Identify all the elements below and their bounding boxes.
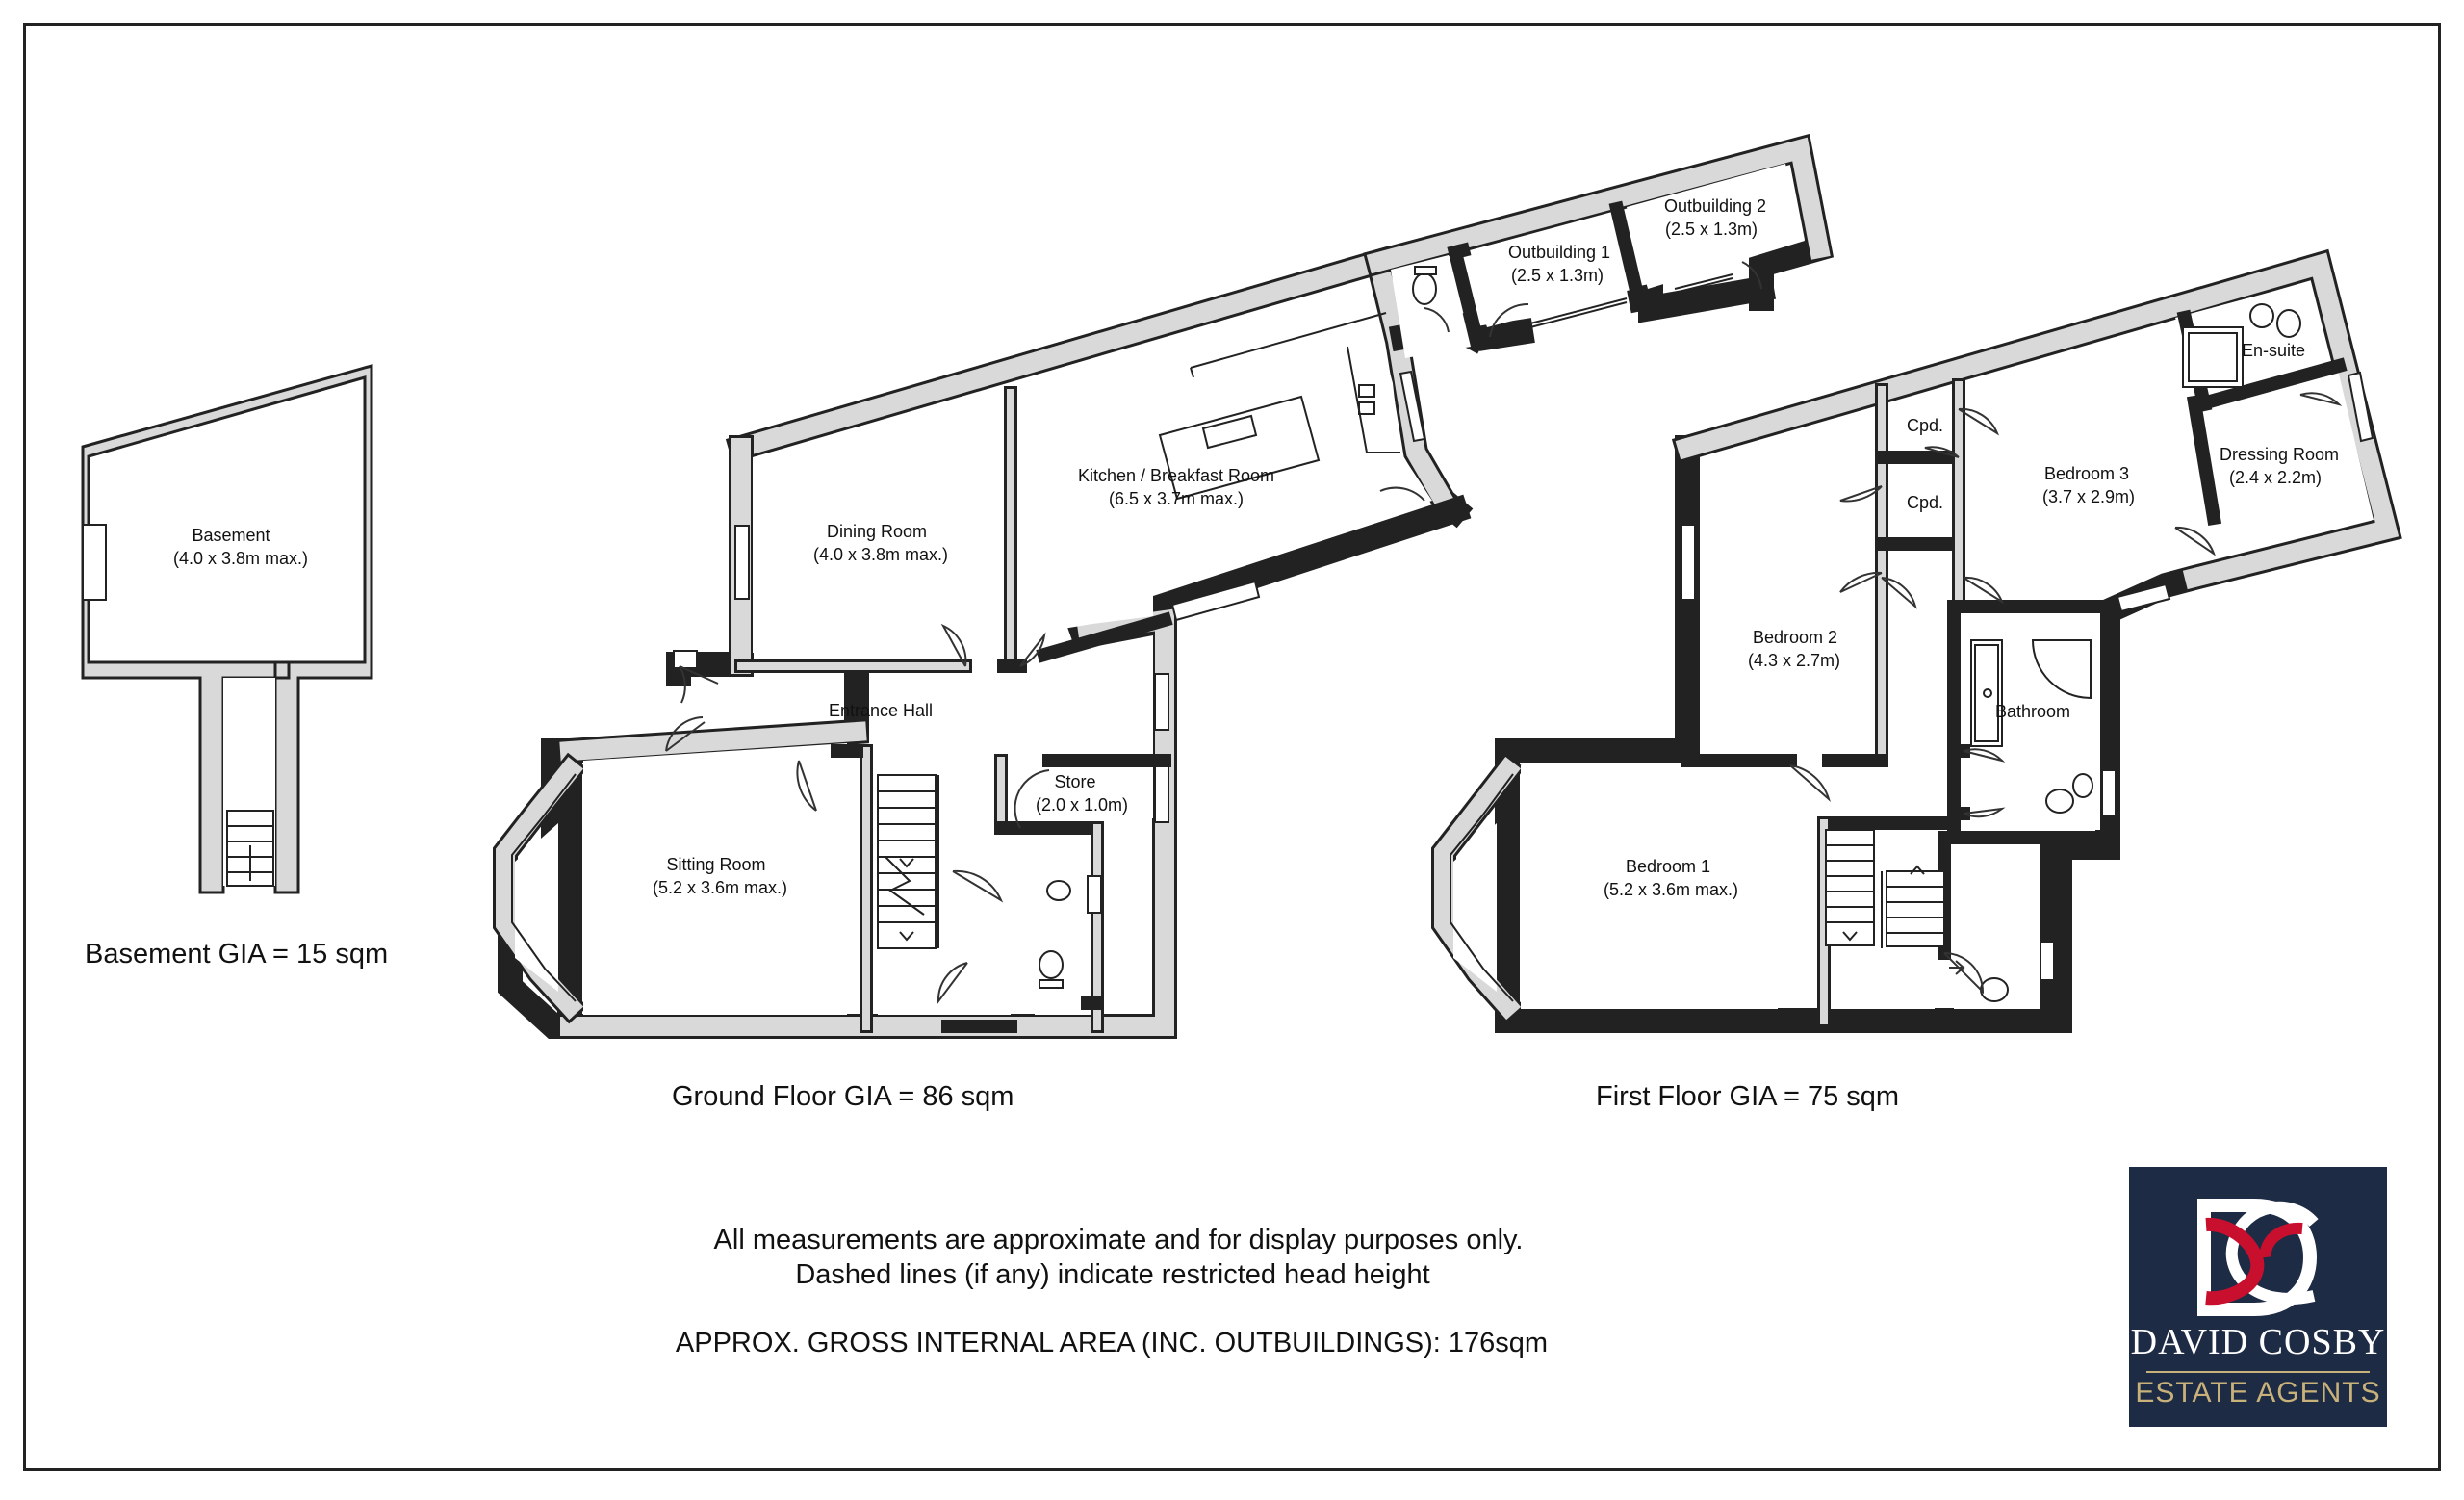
landing-window — [2040, 941, 2055, 981]
kitchen-fittings — [1158, 312, 1400, 501]
bedroom2-size: (4.3 x 2.7m) — [1748, 651, 1840, 670]
landing-basin-icon — [1980, 977, 2009, 1002]
ground-floor-plan: Outbuilding 1 (2.5 x 1.3m) Outbuilding 2… — [493, 133, 1835, 1039]
total-area: APPROX. GROSS INTERNAL AREA (INC. OUTBUI… — [676, 1328, 1548, 1358]
logo-company-name: DAVID COSBY — [2130, 1322, 2386, 1362]
ground-doors — [665, 486, 1425, 1004]
cpd1-name: Cpd. — [1907, 416, 1943, 435]
disclaimer-line-1: All measurements are approximate and for… — [714, 1225, 1524, 1255]
basement-plan: Basement (4.0 x 3.8m max.) — [81, 364, 373, 894]
kitchen-window — [1170, 580, 1261, 622]
bedroom3-window — [2116, 582, 2171, 613]
bedroom3-name: Bedroom 3 — [2044, 464, 2129, 483]
store-window — [1154, 765, 1169, 823]
ensuite-name: En-suite — [2242, 341, 2305, 360]
ground-wc-icon — [1039, 950, 1064, 979]
store-name: Store — [1054, 772, 1095, 791]
bedroom3-size: (3.7 x 2.9m) — [2042, 487, 2135, 506]
first-floor-plan: Cpd. Cpd. En-suite Bedroom 3 (3.7 x 2.9m… — [1431, 248, 2402, 1033]
dressing-window — [2347, 371, 2374, 443]
bathroom-window — [2101, 769, 2117, 817]
basement-name: Basement — [192, 526, 270, 545]
outbuilding-wc-icon — [1412, 272, 1437, 305]
bedroom2-window — [1681, 524, 1696, 601]
ground-basin-icon — [1046, 880, 1071, 901]
ground-stairs — [877, 774, 939, 949]
first-stairs — [1825, 829, 1945, 948]
first-doors — [1789, 392, 2343, 995]
wc-window — [1087, 875, 1102, 914]
company-logo: DAVID COSBY ESTATE AGENTS — [2129, 1167, 2387, 1427]
dining-window — [734, 525, 750, 600]
outbuilding2-size: (2.5 x 1.3m) — [1665, 220, 1758, 239]
outbuilding1-name: Outbuilding 1 — [1508, 243, 1610, 262]
basement-window — [82, 524, 107, 601]
sitting-size: (5.2 x 3.6m max.) — [653, 878, 787, 897]
first-interior-walls — [1681, 309, 2348, 1027]
kitchen-name: Kitchen / Breakfast Room — [1078, 466, 1274, 485]
first-floor-gia: First Floor GIA = 75 sqm — [1596, 1081, 1899, 1112]
cpd2-name: Cpd. — [1907, 493, 1943, 512]
entrance-hall-name: Entrance Hall — [829, 701, 933, 720]
outbuilding2-name: Outbuilding 2 — [1664, 196, 1766, 216]
bathroom-fixtures — [1970, 303, 2301, 1002]
bedroom1-size: (5.2 x 3.6m max.) — [1604, 880, 1738, 899]
kitchen-side-window — [1399, 370, 1426, 443]
ground-floor-gia: Ground Floor GIA = 86 sqm — [672, 1081, 1014, 1112]
kitchen-size: (6.5 x 3.7m max.) — [1109, 489, 1244, 508]
dressing-size: (2.4 x 2.2m) — [2229, 468, 2322, 487]
bedroom2-name: Bedroom 2 — [1753, 628, 1837, 647]
outbuildings-annex: Outbuilding 1 (2.5 x 1.3m) Outbuilding 2… — [1363, 133, 1835, 358]
outbuilding1-size: (2.5 x 1.3m) — [1511, 266, 1604, 285]
logo-subtitle: ESTATE AGENTS — [2135, 1377, 2381, 1409]
logo-divider — [2146, 1371, 2370, 1373]
dining-name: Dining Room — [827, 522, 927, 541]
basement-walls — [81, 364, 373, 894]
basement-size: (4.0 x 3.8m max.) — [173, 549, 308, 568]
dining-size: (4.0 x 3.8m max.) — [813, 545, 948, 564]
page-frame — [23, 23, 2441, 1471]
front-step — [673, 650, 698, 669]
disclaimer-line-2: Dashed lines (if any) indicate restricte… — [795, 1259, 1429, 1290]
sitting-name: Sitting Room — [666, 855, 765, 874]
bedroom1-name: Bedroom 1 — [1626, 857, 1710, 876]
basement-stairs — [226, 810, 274, 887]
dressing-name: Dressing Room — [2220, 445, 2339, 464]
bathroom-name: Bathroom — [1995, 702, 2070, 721]
dc-monogram-icon — [2197, 1199, 2319, 1316]
ground-interior-walls — [734, 386, 1173, 1033]
store-size: (2.0 x 1.0m) — [1036, 795, 1128, 815]
basement-gia: Basement GIA = 15 sqm — [85, 939, 388, 970]
hall-window — [1154, 673, 1169, 731]
